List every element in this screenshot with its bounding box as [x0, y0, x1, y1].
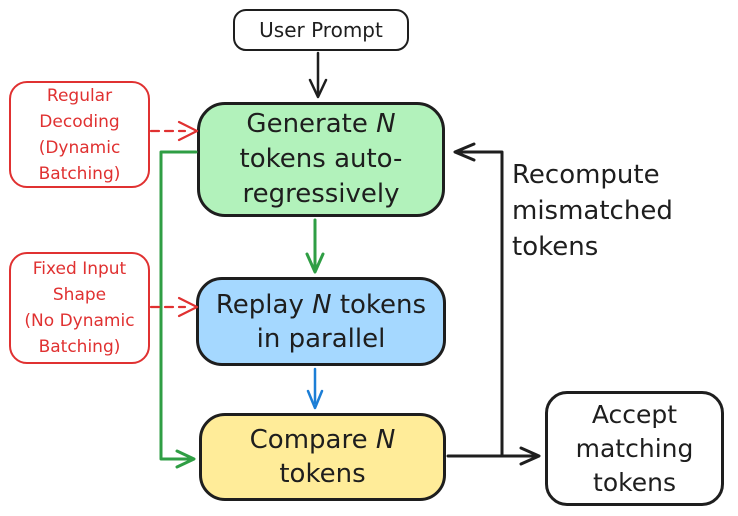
compare-tokens-node: Compare N tokens [199, 413, 446, 501]
compare-label-line2: tokens [279, 459, 366, 489]
user-prompt-node: User Prompt [233, 9, 409, 51]
user-prompt-label: User Prompt [259, 18, 383, 42]
generate-label-n: N [376, 109, 396, 139]
arrow-generate-to-compare-bypass [159, 150, 198, 469]
regular-decoding-note: Regular Decoding (Dynamic Batching) [9, 81, 150, 188]
fixed-input-shape-label: Fixed Input Shape (No Dynamic Batching) [24, 259, 135, 357]
arrow-generate-to-replay-head-icon [305, 252, 325, 274]
generate-tokens-node: Generate N tokens auto- regressively [197, 102, 445, 217]
arrow-compare-to-accept [446, 446, 541, 466]
regular-decoding-label: Regular Decoding (Dynamic Batching) [38, 85, 121, 184]
arrow-user-prompt-to-generate-head-icon [308, 78, 328, 99]
replay-tokens-label: Replay N tokens in parallel [199, 288, 443, 356]
replay-label-n: N [312, 289, 332, 320]
accept-tokens-node: Accept matching tokens [545, 391, 724, 506]
arrow-regular-decoding-head-icon [177, 120, 199, 142]
arrow-recompute-loop-line [458, 150, 504, 457]
arrow-regular-decoding-to-generate [149, 120, 199, 142]
recompute-mismatched-label: Recompute mismatched tokens [512, 160, 673, 262]
replay-label-post: tokens [339, 289, 427, 320]
arrow-replay-to-compare [306, 367, 324, 410]
accept-tokens-label: Accept matching tokens [575, 399, 694, 497]
generate-label-line2: tokens auto- [239, 144, 403, 174]
arrow-user-prompt-to-generate [308, 51, 328, 99]
generate-label-pre: Generate [246, 109, 368, 139]
arrow-compare-to-accept-head-icon [519, 446, 541, 466]
arrow-fixed-input-to-replay [149, 296, 199, 318]
generate-label-line1: Generate N [200, 107, 442, 142]
replay-label-pre: Replay [215, 289, 304, 320]
arrow-recompute-loop-head-icon [453, 142, 476, 162]
generate-label-line3: regressively [242, 179, 400, 209]
arrow-fixed-input-head-icon [177, 296, 199, 318]
compare-label-line1: Compare N [202, 423, 443, 457]
replay-label-line1: Replay N tokens [199, 288, 443, 322]
replay-label-line2: in parallel [256, 323, 386, 354]
generate-tokens-label: Generate N tokens auto- regressively [200, 107, 442, 212]
arrow-generate-to-compare-bypass-line [159, 150, 198, 461]
replay-tokens-node: Replay N tokens in parallel [196, 277, 446, 366]
compare-label-pre: Compare [249, 425, 368, 455]
compare-tokens-label: Compare N tokens [202, 423, 443, 491]
arrow-generate-to-compare-bypass-head-icon [175, 449, 196, 469]
compare-label-n: N [375, 425, 396, 455]
arrow-recompute-loop [453, 142, 504, 457]
arrow-replay-to-compare-head-icon [306, 389, 324, 410]
arrow-generate-to-replay [305, 218, 325, 274]
fixed-input-shape-note: Fixed Input Shape (No Dynamic Batching) [9, 252, 150, 364]
